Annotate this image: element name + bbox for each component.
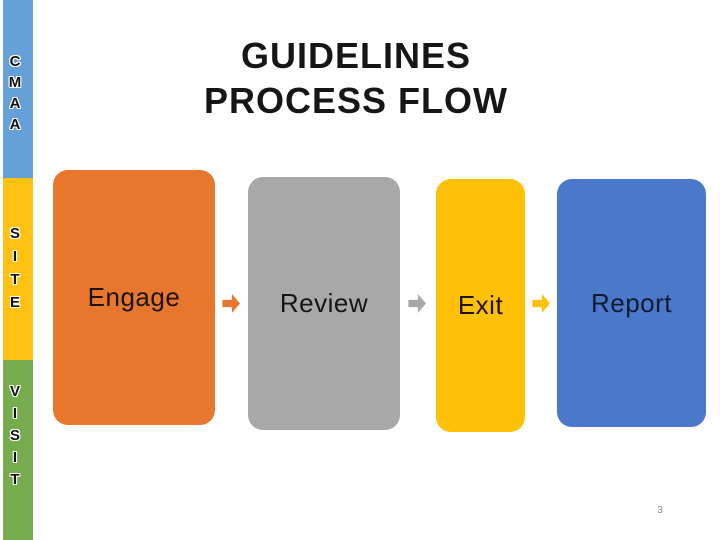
slide-title-line-1: GUIDELINES <box>240 35 472 76</box>
flow-step-exit: Exit <box>436 179 525 432</box>
flow-step-label: Engage <box>87 282 181 312</box>
sidebar-letter: A <box>9 116 21 133</box>
sidebar-label-site: S I T E <box>0 222 30 314</box>
sidebar-letter: I <box>12 248 18 265</box>
sidebar-letter: V <box>9 383 20 400</box>
sidebar-letter: S <box>9 427 20 444</box>
page-number: 3 <box>657 505 663 516</box>
sidebar-label-cmaa: C M A A <box>0 51 30 135</box>
sidebar-letter: A <box>9 95 21 112</box>
right-arrow-icon <box>408 292 427 315</box>
sidebar-letter: I <box>12 449 18 466</box>
sidebar-label-visit: V I S I T <box>0 381 30 491</box>
sidebar-section-site <box>3 178 33 360</box>
flow-step-label: Report <box>590 287 673 318</box>
slide-title: GUIDELINES PROCESS FLOW <box>30 33 682 123</box>
flow-step-review: Review <box>248 177 400 430</box>
flow-step-label: Review <box>279 288 369 318</box>
sidebar-section-cmaa <box>3 0 33 178</box>
flow-step-engage: Engage <box>53 170 215 425</box>
flow-step-label: Exit <box>457 290 504 320</box>
sidebar-letter: C <box>9 53 21 70</box>
sidebar-letter: E <box>9 294 20 311</box>
right-arrow-icon <box>532 292 551 315</box>
sidebar-letter: M <box>8 74 22 91</box>
sidebar-section-visit <box>3 360 33 540</box>
right-arrow-icon <box>222 292 241 315</box>
sidebar-letter: S <box>9 225 20 242</box>
slide-title-line-2: PROCESS FLOW <box>203 80 508 121</box>
sidebar-letter: T <box>10 471 20 488</box>
sidebar-letter: I <box>12 405 18 422</box>
sidebar-letter: T <box>10 271 20 288</box>
flow-step-report: Report <box>557 179 706 427</box>
